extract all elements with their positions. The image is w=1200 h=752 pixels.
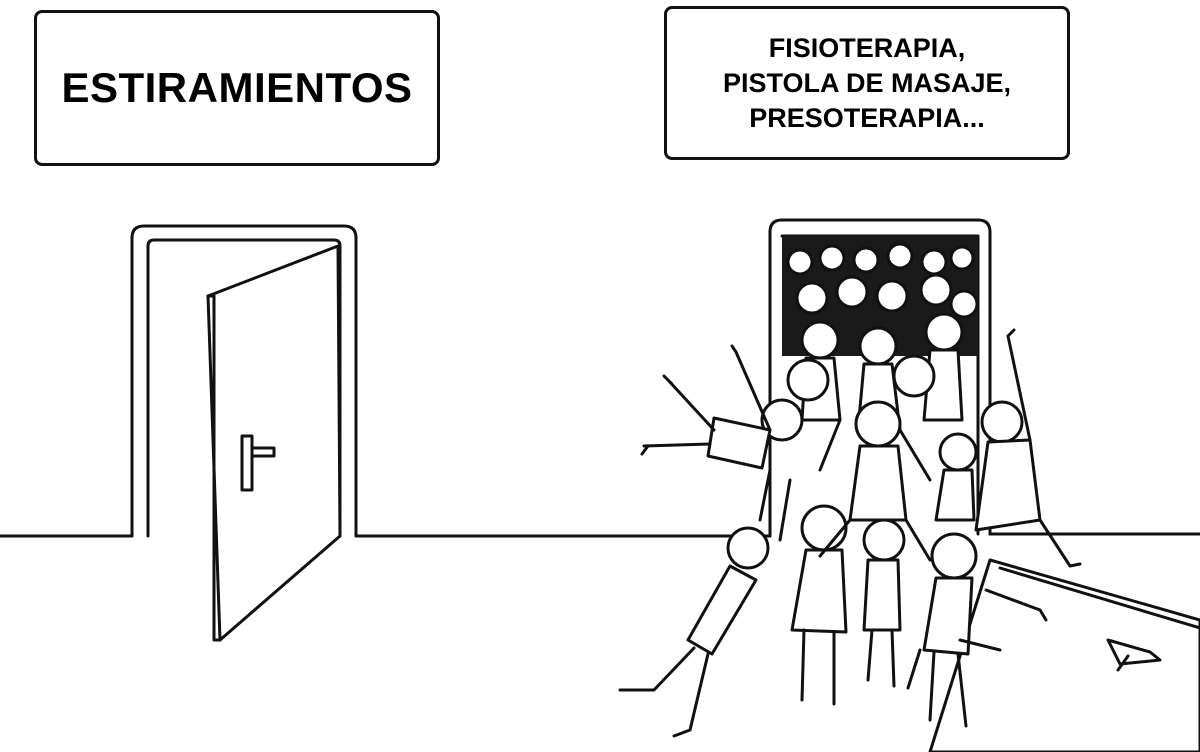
fallen-door [928, 558, 1200, 752]
left-sign-label: ESTIRAMIENTOS [61, 64, 413, 111]
right-sign-line-2: PISTOLA DE MASAJE, [722, 67, 1012, 98]
fallen-door-handle [1106, 638, 1162, 672]
right-sign: FISIOTERAPIA, PISTOLA DE MASAJE, PRESOTE… [664, 6, 1070, 160]
left-door-handle [240, 434, 276, 492]
right-sign-line-3: PRESOTERAPIA... [749, 102, 985, 133]
left-door-frame [130, 224, 358, 538]
left-open-door [206, 244, 342, 642]
right-sign-line-1: FISIOTERAPIA, [768, 32, 966, 63]
crowd [618, 242, 1082, 738]
left-sign: ESTIRAMIENTOS [34, 10, 440, 166]
floor-line [0, 532, 1200, 538]
